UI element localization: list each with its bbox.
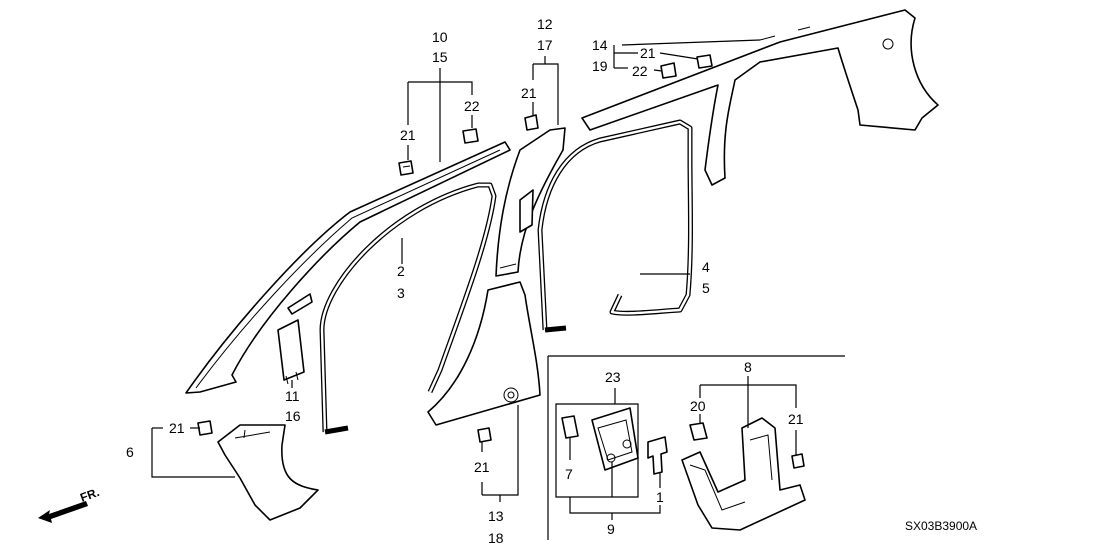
arrow-icon xyxy=(38,501,88,523)
callouts: 10 15 22 21 12 17 21 14 19 21 22 2 3 4 5… xyxy=(126,16,977,546)
center-pillar-lower-garnish[interactable] xyxy=(427,281,541,426)
rear-door-weatherstrip[interactable] xyxy=(537,119,693,333)
clip-20[interactable] xyxy=(689,422,708,441)
front-pillar-garnish[interactable] xyxy=(185,141,511,394)
trim-part-11[interactable] xyxy=(277,319,305,385)
clip-22-upper-left[interactable] xyxy=(462,128,479,144)
clip-21-upper-left[interactable] xyxy=(398,160,414,176)
callout-4: 4 xyxy=(702,259,710,275)
anchor-cover-8[interactable] xyxy=(681,417,806,531)
clip-22-roof[interactable] xyxy=(660,62,677,79)
callout-13: 13 xyxy=(488,508,504,524)
callout-21-pillar: 21 xyxy=(521,85,537,101)
callout-2: 2 xyxy=(397,263,405,279)
callout-21-lower: 21 xyxy=(474,459,490,475)
callout-21-kick: 21 xyxy=(169,420,185,436)
callout-16: 16 xyxy=(285,408,301,424)
center-pillar-upper-garnish[interactable] xyxy=(495,127,566,277)
tag-1[interactable] xyxy=(647,436,668,475)
front-door-weatherstrip[interactable] xyxy=(319,182,497,435)
callout-1: 1 xyxy=(656,489,664,505)
callout-6: 6 xyxy=(126,444,134,460)
callout-19: 19 xyxy=(592,58,608,74)
leader-lines xyxy=(151,39,845,540)
roof-side-rear-pillar-trim[interactable] xyxy=(581,9,939,186)
callout-20: 20 xyxy=(690,398,706,414)
clip-kit-7[interactable] xyxy=(561,415,579,439)
callout-8: 8 xyxy=(744,359,752,375)
callout-21-right: 21 xyxy=(788,411,804,427)
front-direction-arrow: FR. xyxy=(38,485,101,523)
clip-21-center-pillar[interactable] xyxy=(524,114,539,131)
callout-14: 14 xyxy=(592,37,608,53)
callout-9: 9 xyxy=(607,521,615,537)
callout-21-left: 21 xyxy=(400,127,416,143)
callout-22-left: 22 xyxy=(464,98,480,114)
callout-11: 11 xyxy=(285,388,300,404)
clip-21-roof[interactable] xyxy=(696,54,713,69)
callout-18: 18 xyxy=(488,530,504,546)
callout-7: 7 xyxy=(565,466,573,482)
callout-12: 12 xyxy=(537,16,553,32)
callout-23: 23 xyxy=(605,369,621,385)
callout-21-roof: 21 xyxy=(640,45,656,61)
callout-22-roof: 22 xyxy=(632,63,648,79)
direction-label: FR. xyxy=(78,485,101,505)
callout-17: 17 xyxy=(537,37,553,53)
callout-5: 5 xyxy=(702,280,710,296)
kick-panel[interactable] xyxy=(217,424,319,521)
callout-15: 15 xyxy=(432,49,448,65)
clip-21-right[interactable] xyxy=(791,453,805,469)
clip-21-kick-panel[interactable] xyxy=(197,420,213,436)
clip-21-lower-center[interactable] xyxy=(477,427,492,443)
bracket-23[interactable] xyxy=(591,407,639,471)
callout-10: 10 xyxy=(432,29,448,45)
callout-3: 3 xyxy=(397,285,405,301)
diagram-code: SX03B3900A xyxy=(905,519,977,533)
